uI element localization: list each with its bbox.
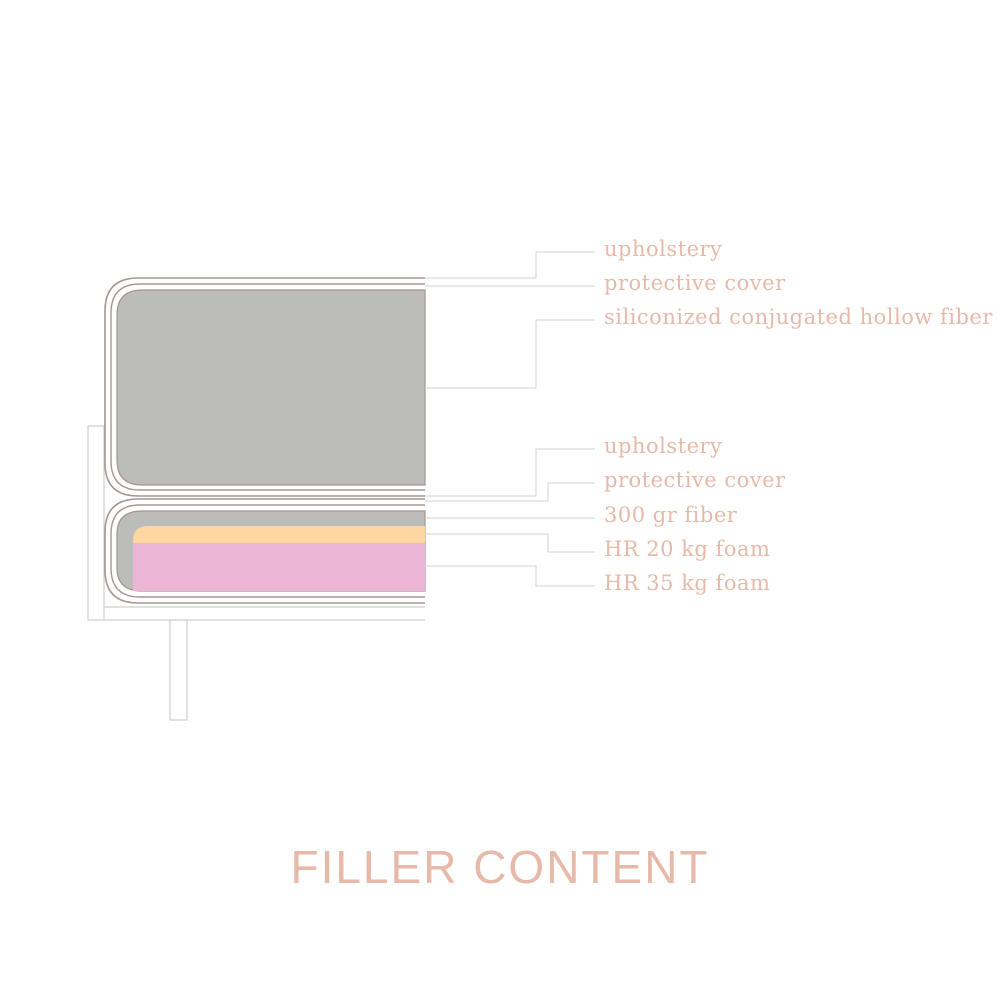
back-upholstery-outline bbox=[104, 277, 425, 497]
seat-cushion bbox=[104, 498, 426, 604]
leader-seat-foam-35 bbox=[425, 565, 595, 587]
leader-back-upholstery bbox=[425, 251, 595, 279]
seat-upholstery-outline bbox=[104, 498, 425, 604]
back-fiber-fill bbox=[116, 289, 426, 486]
label-seat-fiber: 300 gr fiber bbox=[604, 503, 738, 527]
label-seat-upholstery: upholstery bbox=[604, 434, 723, 458]
label-back-protective-cover: protective cover bbox=[604, 271, 786, 295]
leader-seat-protective-cover bbox=[425, 482, 595, 502]
sofa-frame bbox=[87, 425, 425, 721]
seat-protective-cover-outline bbox=[110, 504, 425, 598]
leader-back-fiber bbox=[425, 319, 595, 389]
label-back-fiber: siliconized conjugated hollow fiber bbox=[604, 305, 993, 329]
label-back-upholstery: upholstery bbox=[604, 237, 723, 261]
label-seat-foam-20: HR 20 kg foam bbox=[604, 537, 771, 561]
leader-seat-foam-20 bbox=[425, 533, 595, 553]
leader-lines bbox=[425, 251, 595, 587]
diagram-title: FILLER CONTENT bbox=[290, 841, 710, 893]
back-protective-cover-outline bbox=[110, 283, 425, 491]
label-seat-protective-cover: protective cover bbox=[604, 468, 786, 492]
label-seat-foam-35: HR 35 kg foam bbox=[604, 571, 771, 595]
frame-outline bbox=[87, 425, 425, 621]
back-cushion bbox=[104, 277, 426, 497]
seat-foam-35-layer bbox=[133, 543, 425, 591]
leader-seat-upholstery bbox=[425, 448, 595, 497]
sofa-leg bbox=[169, 619, 188, 721]
